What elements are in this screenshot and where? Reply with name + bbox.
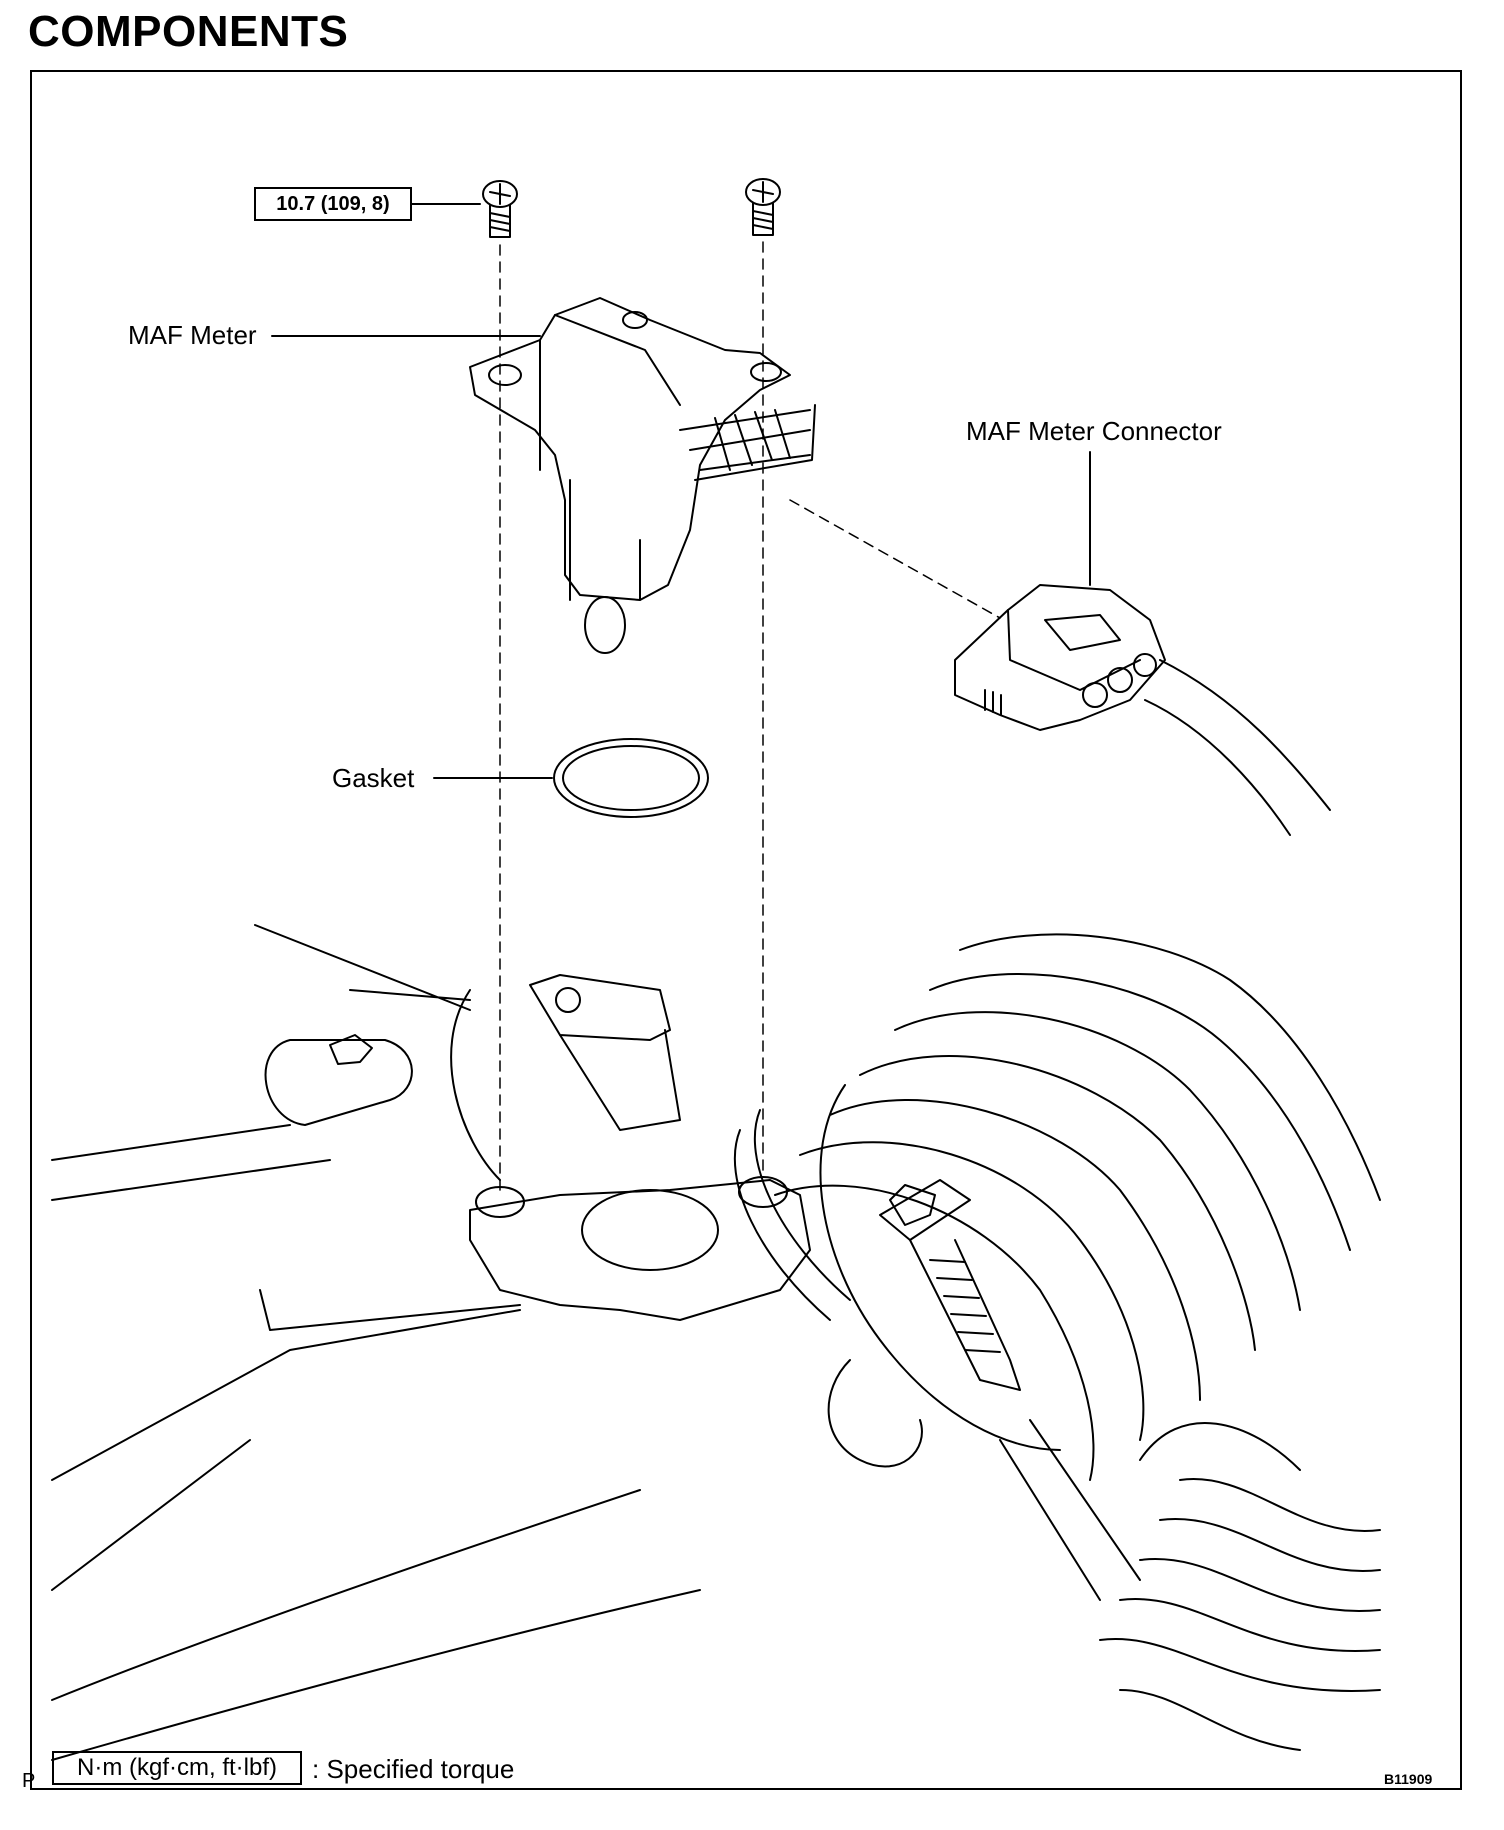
- page-title: COMPONENTS: [28, 7, 349, 56]
- alignment-dashed-lines: [499, 241, 1001, 1191]
- maf-meter-connector-icon: [954, 584, 1331, 836]
- air-duct-hose-icon: [733, 933, 1381, 1601]
- figure-reference-number: B11909: [1384, 1771, 1433, 1787]
- maf-meter-icon: [469, 297, 816, 654]
- footer-left-mark: P: [22, 1770, 36, 1792]
- torque-unit-legend-box: N·m (kgf·cm, ft·lbf): [52, 1751, 302, 1785]
- cooling-fins-icon: [1099, 1422, 1381, 1751]
- screw-right-icon: [745, 178, 781, 236]
- gasket-label: Gasket: [332, 763, 415, 793]
- maf-meter-label: MAF Meter: [128, 320, 257, 350]
- intake-body-icon: [51, 924, 811, 1761]
- diagram-frame: [30, 70, 1462, 1790]
- gasket-icon: [553, 738, 709, 818]
- torque-legend-description: : Specified torque: [312, 1754, 515, 1784]
- screw-left-icon: [482, 180, 518, 238]
- maf-meter-connector-label: MAF Meter Connector: [966, 416, 1222, 446]
- torque-spec-box: 10.7 (109, 8): [254, 187, 412, 221]
